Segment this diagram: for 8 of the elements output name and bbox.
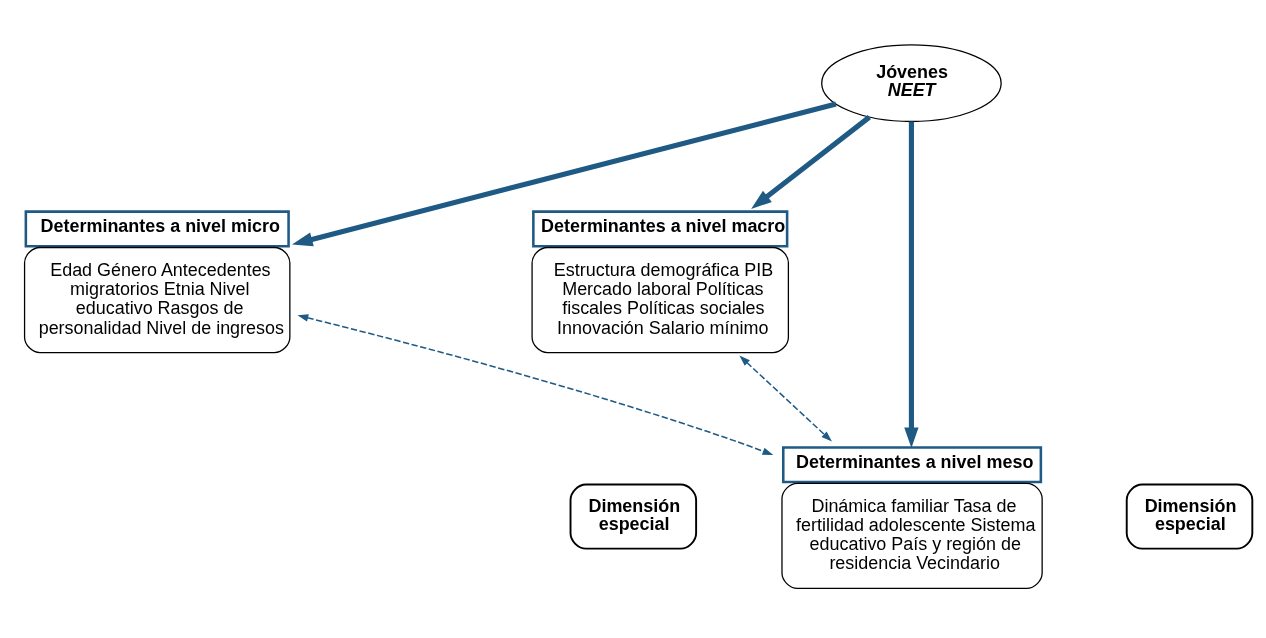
arrow bbox=[297, 314, 774, 456]
arrow bbox=[292, 101, 837, 247]
node-ellipse: Jóvenes NEET bbox=[821, 44, 1002, 123]
node-box: Dimensión especial bbox=[569, 483, 698, 550]
arrow bbox=[904, 121, 919, 449]
arrow bbox=[751, 115, 871, 209]
node-box: Dimensión especial bbox=[1125, 483, 1254, 550]
arrow bbox=[739, 355, 832, 442]
